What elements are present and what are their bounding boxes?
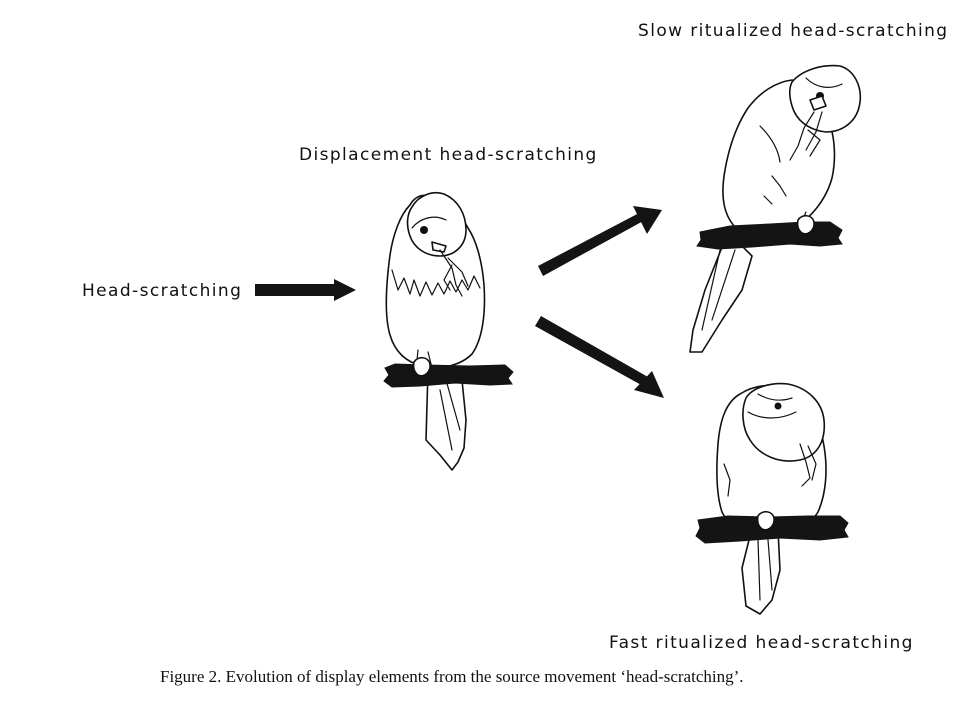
parrot-fast-ritualized-drawing	[695, 382, 849, 615]
label-fast-ritualized: Fast ritualized head-scratching	[609, 633, 914, 653]
figure-caption: Figure 2. Evolution of display elements …	[160, 667, 744, 686]
parrot-slow-ritualized-drawing	[689, 64, 862, 353]
label-head-scratching: Head-scratching	[82, 281, 243, 301]
label-slow-ritualized: Slow ritualized head-scratching	[638, 21, 949, 41]
arrow-up-right-icon	[538, 206, 662, 276]
label-displacement: Displacement head-scratching	[299, 145, 598, 165]
arrow-right-icon	[255, 279, 356, 301]
parrot-displacement-drawing	[383, 191, 514, 471]
arrow-down-right-icon	[535, 316, 664, 398]
